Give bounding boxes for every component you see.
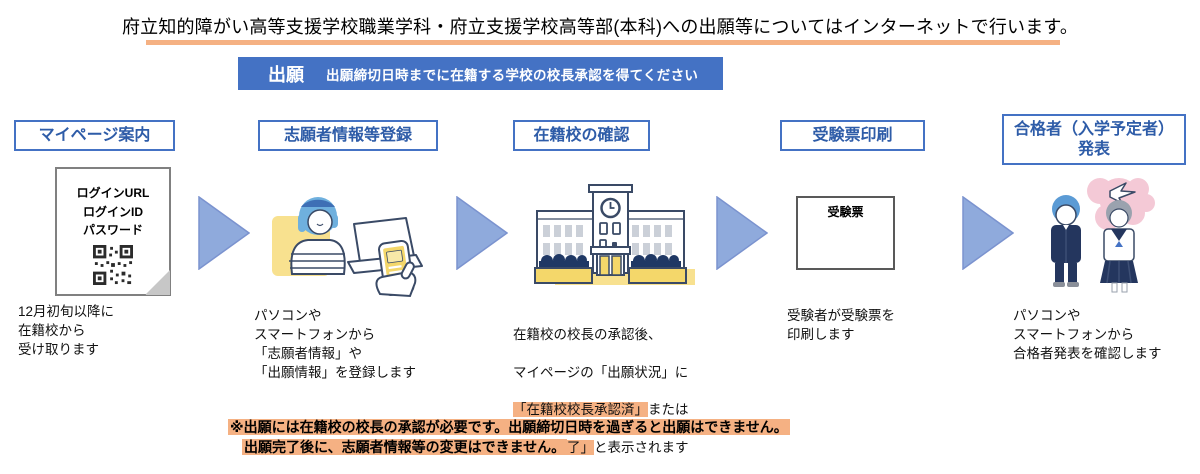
login-url-label: ログインURL bbox=[76, 186, 150, 200]
step-4-title-box: 受験票印刷 bbox=[780, 120, 925, 151]
step-5-description: パソコンや スマートフォンから 合格者発表を確認します bbox=[1013, 308, 1162, 361]
footnote-line-1: ※出願には在籍校の校長の承認が必要です。出願締切日時を過ぎると出願はできません。 bbox=[228, 419, 790, 435]
two-students-with-blossoms-illustration bbox=[1051, 178, 1155, 293]
login-info-paper: ログインURL ログインID パスワード bbox=[55, 167, 171, 296]
step-5-title-box: 合格者（入学予定者） 発表 bbox=[1002, 114, 1186, 165]
step-1-title-box: マイページ案内 bbox=[14, 120, 175, 151]
step-3-desc-line-2: マイページの「出願状況」に bbox=[513, 364, 689, 380]
page-title: 府立知的障がい高等支援学校職業学科・府立支援学校高等部(本科)への出願等について… bbox=[121, 17, 1079, 37]
step-2-description: パソコンや スマートフォンから 「志願者情報」や 「出願情報」を登録します bbox=[254, 308, 416, 380]
arrow-right-icon bbox=[716, 196, 768, 270]
step-3-desc-line-1: 在籍校の校長の承認後、 bbox=[513, 326, 662, 342]
title-underline bbox=[146, 40, 1060, 45]
paper-folded-corner bbox=[145, 270, 170, 295]
step-3-desc-line-3: 「在籍校校長承認済」または bbox=[513, 402, 689, 418]
person-laptop-and-phone-illustration bbox=[272, 197, 423, 298]
arrow-right-icon bbox=[456, 196, 508, 270]
approved-status-highlight: 「在籍校校長承認済」 bbox=[513, 402, 648, 418]
application-banner: 出願 出願締切日時までに在籍する学校の校長承認を得てください bbox=[238, 57, 723, 90]
footnote-line-2: 出願完了後に、志願者情報等の変更はできません。 bbox=[242, 438, 568, 455]
login-id-label: ログインID bbox=[82, 204, 143, 219]
arrow-right-icon bbox=[198, 196, 250, 270]
banner-label: 出願 bbox=[268, 64, 304, 85]
step-2-title-box: 志願者情報等登録 bbox=[258, 120, 438, 151]
step-4-description: 受験者が受験票を 印刷します bbox=[787, 308, 895, 342]
banner-note: 出願締切日時までに在籍する学校の校長承認を得てください bbox=[326, 67, 699, 83]
step-3-title-box: 在籍校の確認 bbox=[513, 120, 650, 151]
password-label: パスワード bbox=[82, 223, 143, 238]
login-info-lines: ログインURL ログインID パスワード bbox=[57, 184, 169, 240]
school-building-illustration bbox=[534, 184, 695, 285]
footnote: ※出願には在籍校の校長の承認が必要です。出願締切日時を過ぎると出願はできません。… bbox=[228, 418, 790, 458]
exam-ticket-label: 受験票 bbox=[827, 205, 864, 219]
bird-icon bbox=[1109, 182, 1136, 204]
exam-ticket-card: 受験票 bbox=[796, 196, 895, 270]
step-1-description: 12月初旬以降に 在籍校から 受け取ります bbox=[18, 304, 115, 357]
arrow-right-icon bbox=[962, 196, 1014, 270]
qr-code-icon bbox=[93, 245, 133, 285]
